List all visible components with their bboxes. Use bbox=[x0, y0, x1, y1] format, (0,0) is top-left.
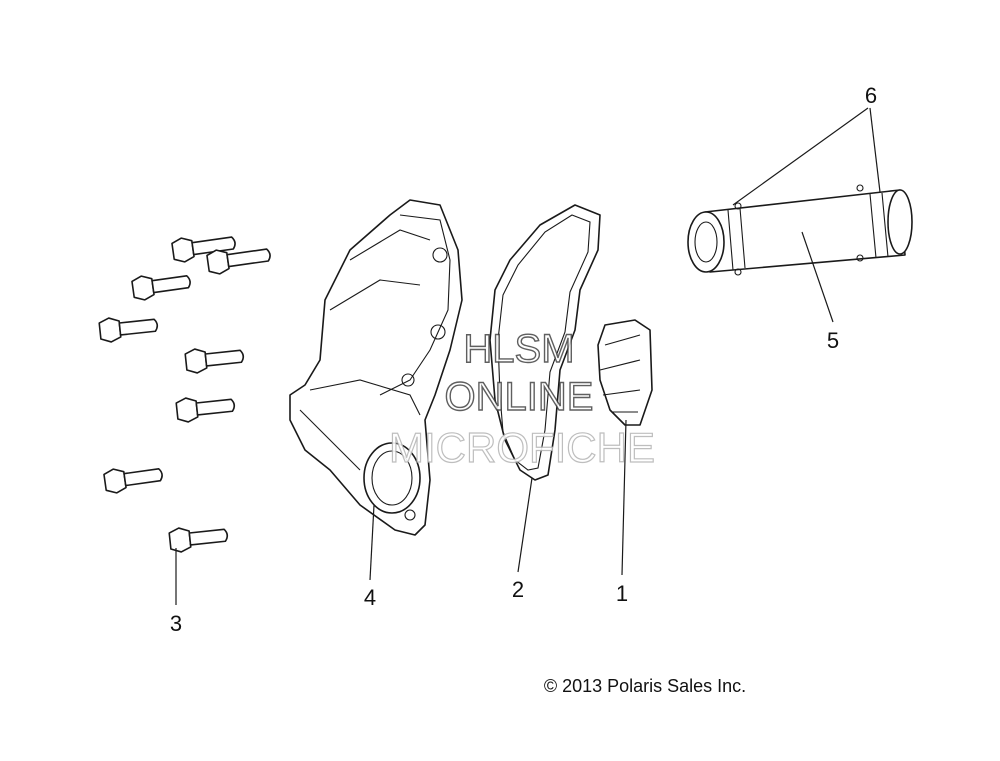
bolt-group bbox=[98, 236, 271, 553]
copyright-text: © 2013 Polaris Sales Inc. bbox=[544, 676, 746, 696]
bolt bbox=[131, 274, 191, 301]
leader-4 bbox=[369, 504, 375, 581]
bolt bbox=[184, 348, 245, 374]
leader-lines bbox=[175, 107, 881, 605]
watermark-line-3: MICROFICHE bbox=[389, 424, 655, 471]
callout-5: 5 bbox=[827, 328, 839, 353]
impeller bbox=[597, 319, 653, 426]
coolant-tube bbox=[687, 184, 913, 276]
leader-6a bbox=[732, 107, 869, 206]
leader-1 bbox=[621, 419, 627, 576]
leader-5 bbox=[801, 231, 834, 323]
callout-3: 3 bbox=[170, 611, 182, 636]
callout-2: 2 bbox=[512, 577, 524, 602]
bolt bbox=[98, 317, 159, 343]
pump-cover-housing bbox=[289, 199, 463, 536]
watermark-line-2: ONLINE bbox=[445, 375, 594, 419]
watermark: HLSM ONLINE MICROFICHE bbox=[388, 326, 655, 471]
bolt bbox=[168, 527, 229, 553]
callout-6: 6 bbox=[865, 83, 877, 108]
callout-4: 4 bbox=[364, 585, 376, 610]
bolt bbox=[103, 467, 163, 494]
watermark-line-1: HLSM bbox=[463, 327, 574, 371]
bolt bbox=[171, 236, 236, 263]
leader-2 bbox=[517, 477, 533, 573]
bolt bbox=[206, 248, 271, 275]
callout-1: 1 bbox=[616, 581, 628, 606]
callouts: 1 2 3 4 5 6 bbox=[170, 83, 877, 636]
leader-6b bbox=[869, 107, 881, 193]
gasket bbox=[489, 204, 601, 481]
bolt bbox=[175, 397, 236, 423]
